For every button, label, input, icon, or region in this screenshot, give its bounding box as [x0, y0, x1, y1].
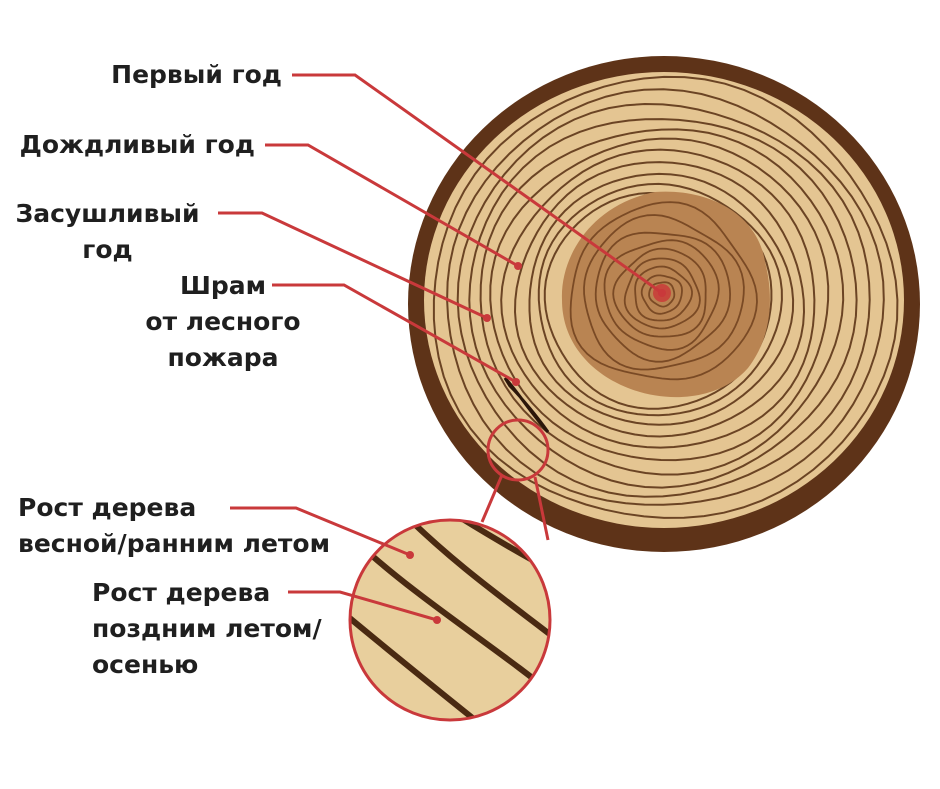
- pointer-dry-year: [218, 211, 488, 320]
- annual-ring: [489, 137, 830, 462]
- pointer-rainy-year: [265, 143, 519, 268]
- annual-ring: [623, 257, 701, 330]
- annual-ring: [528, 172, 795, 426]
- label-dry-year: Засушливый год: [15, 199, 200, 264]
- magnifier-source-circle: [486, 418, 550, 482]
- annual-ring: [513, 161, 806, 438]
- annual-rings-outer: [432, 75, 899, 519]
- zoomed-wood-detail: [348, 518, 552, 722]
- annual-ring: [500, 148, 816, 449]
- pointer-first-year: [292, 73, 663, 295]
- pointer-late-growth: [288, 590, 438, 622]
- annual-rings-inner: [569, 201, 758, 381]
- label-fire-scar: Шрам от лесного пожара: [145, 271, 301, 372]
- annual-ring: [456, 102, 871, 498]
- annual-ring: [603, 239, 720, 351]
- annual-ring: [432, 75, 899, 519]
- magnifier-connector-1: [480, 474, 504, 523]
- annual-ring: [537, 182, 783, 417]
- pointer-lines: [218, 73, 666, 624]
- pointer-spring-growth: [230, 506, 411, 557]
- annual-ring: [640, 274, 683, 315]
- label-late-growth: Рост дерева поздним летом/ осенью: [92, 578, 322, 679]
- annual-ring: [569, 201, 758, 381]
- magnifier-connector-2: [533, 476, 550, 541]
- label-first-year: Первый год: [111, 60, 282, 89]
- annual-ring: [634, 265, 693, 322]
- pointer-fire-scar: [272, 283, 517, 384]
- annual-ring: [583, 214, 745, 371]
- label-spring-growth: Рост дерева весной/ранним летом: [18, 493, 331, 558]
- annual-ring: [594, 231, 732, 363]
- annual-ring: [479, 128, 845, 476]
- annual-ring: [468, 118, 858, 489]
- label-rainy-year: Дождливый год: [19, 130, 255, 159]
- annual-ring: [648, 281, 676, 308]
- fire-scar-mark: [503, 376, 550, 434]
- annual-ring: [612, 247, 707, 338]
